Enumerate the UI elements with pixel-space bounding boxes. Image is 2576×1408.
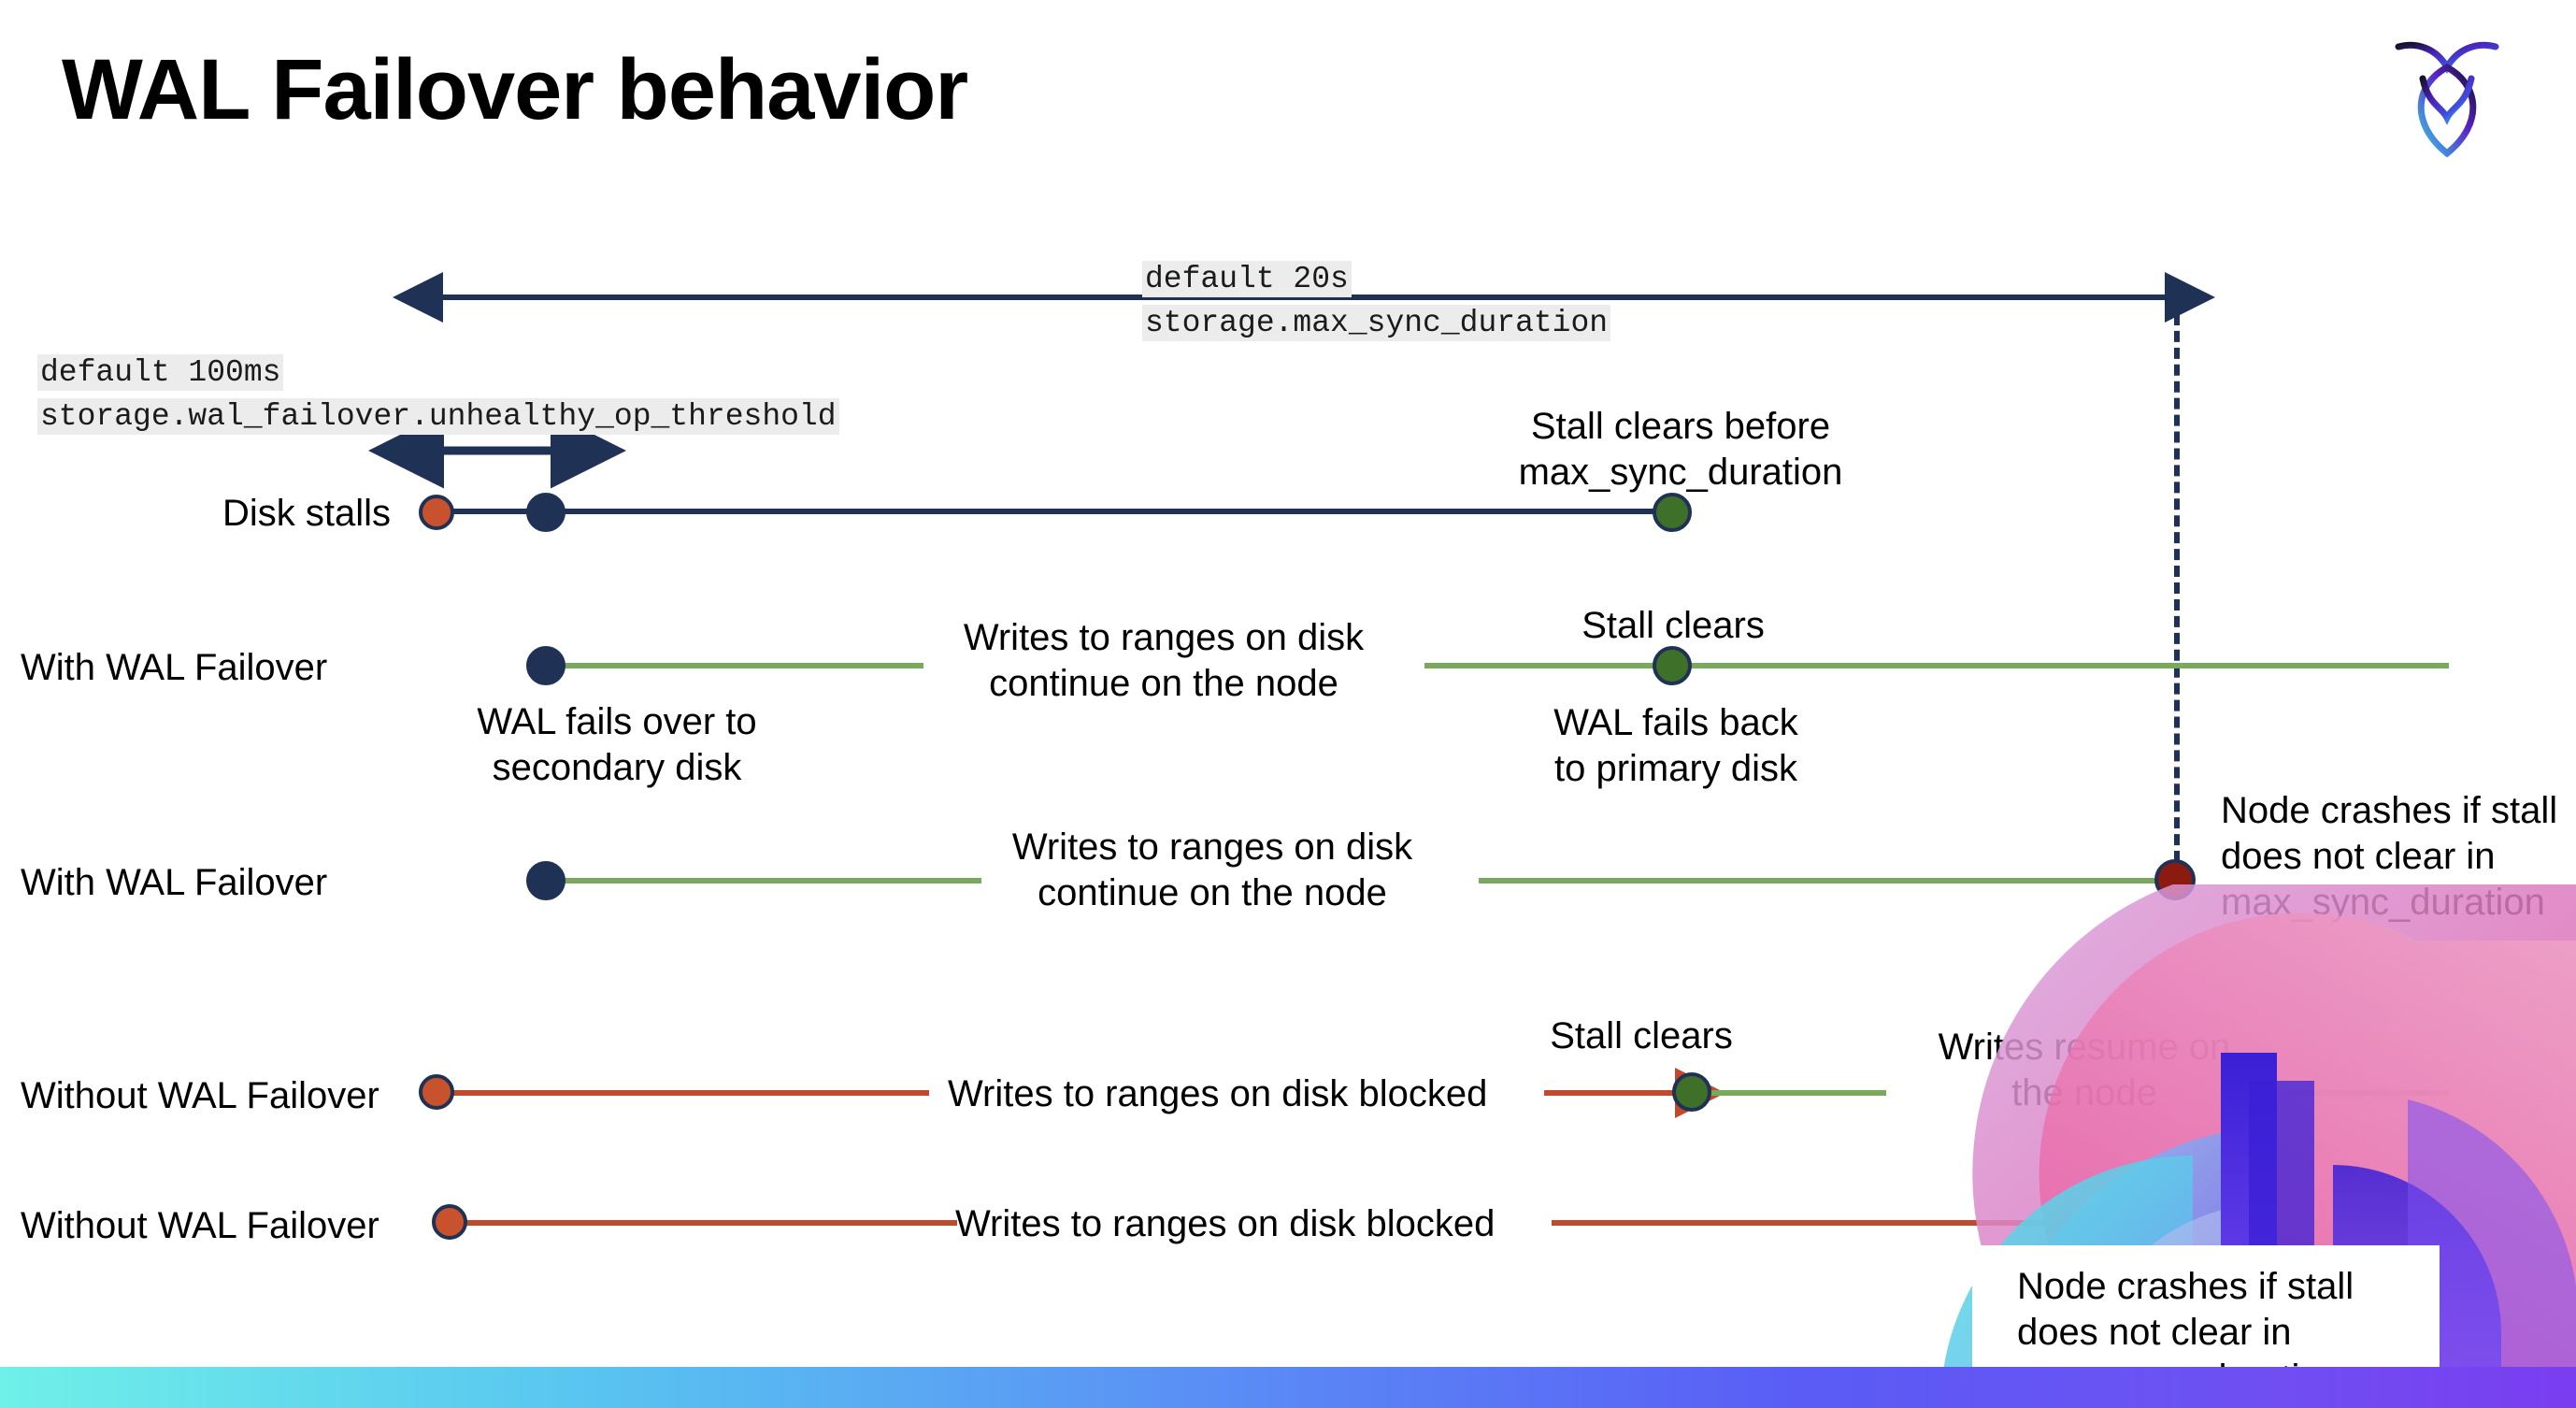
with-wal-failover-2-start-dot (526, 861, 565, 900)
note-stall-clears-before-max-sync: Stall clears before max_sync_duration (1518, 406, 1843, 493)
row-label-disk-stalls: Disk stalls (222, 493, 392, 534)
unhealthy-setting-label: storage.wal_failover.unhealthy_op_thresh… (37, 397, 839, 435)
without-wal-failover-2-start-dot (432, 1204, 467, 1240)
disk-stall-failover-dot (526, 493, 565, 532)
with-wal-failover-1-clear-dot (1653, 646, 1692, 685)
row-label-with-wal-failover-2: With WAL Failover (21, 862, 328, 903)
unhealthy-threshold-annotation: default 100ms storage.wal_failover.unheal… (37, 352, 839, 439)
note-stall-clears-2: Stall clears (1550, 1015, 1733, 1056)
note-writes-blocked-2: Writes to ranges on disk blocked (955, 1203, 1496, 1244)
without-wal-failover-2-blocked-line (449, 1220, 957, 1226)
without-wal-failover-1-resume-line (1709, 1090, 1886, 1096)
row-label-without-wal-failover-1: Without WAL Failover (21, 1075, 379, 1116)
max-sync-default-label: default 20s (1142, 261, 1352, 297)
with-wal-failover-1-segment-right (1424, 663, 2449, 668)
note-wal-fails-over: WAL fails over to secondary disk (477, 701, 757, 788)
note-writes-blocked-1: Writes to ranges on disk blocked (948, 1073, 1488, 1114)
max-sync-duration-annotation: default 20s storage.max_sync_duration (1142, 258, 1611, 346)
note-stall-clears-1: Stall clears (1581, 605, 1765, 646)
disk-stalls-timeline (436, 509, 1675, 514)
without-wal-failover-1-start-dot (419, 1074, 454, 1110)
unhealthy-default-label: default 100ms (37, 354, 284, 391)
cockroachdb-logo-icon (2382, 26, 2512, 166)
note-writes-continue-2: Writes to ranges on disk continue on the… (1011, 826, 1413, 913)
max-sync-dashed-guide (2174, 297, 2180, 879)
max-sync-setting-label: storage.max_sync_duration (1142, 304, 1611, 341)
row-label-with-wal-failover-1: With WAL Failover (21, 647, 328, 688)
page-title: WAL Failover behavior (62, 42, 968, 137)
without-wal-failover-1-blocked-line (436, 1090, 929, 1096)
with-wal-failover-1-start-dot (526, 646, 565, 685)
without-wal-failover-1-clear-dot (1672, 1072, 1711, 1112)
disk-stall-start-dot (419, 495, 454, 530)
with-wal-failover-1-segment-left (540, 663, 923, 668)
with-wal-failover-2-segment-left (540, 878, 981, 884)
row-label-without-wal-failover-2: Without WAL Failover (21, 1205, 379, 1246)
with-wal-failover-2-segment-right (1479, 878, 2174, 884)
note-wal-fails-back: WAL fails back to primary disk (1553, 702, 1798, 789)
note-writes-continue-1: Writes to ranges on disk continue on the… (963, 617, 1365, 704)
bottom-gradient-bar (0, 1367, 2576, 1408)
disk-stall-clear-dot (1653, 493, 1692, 532)
